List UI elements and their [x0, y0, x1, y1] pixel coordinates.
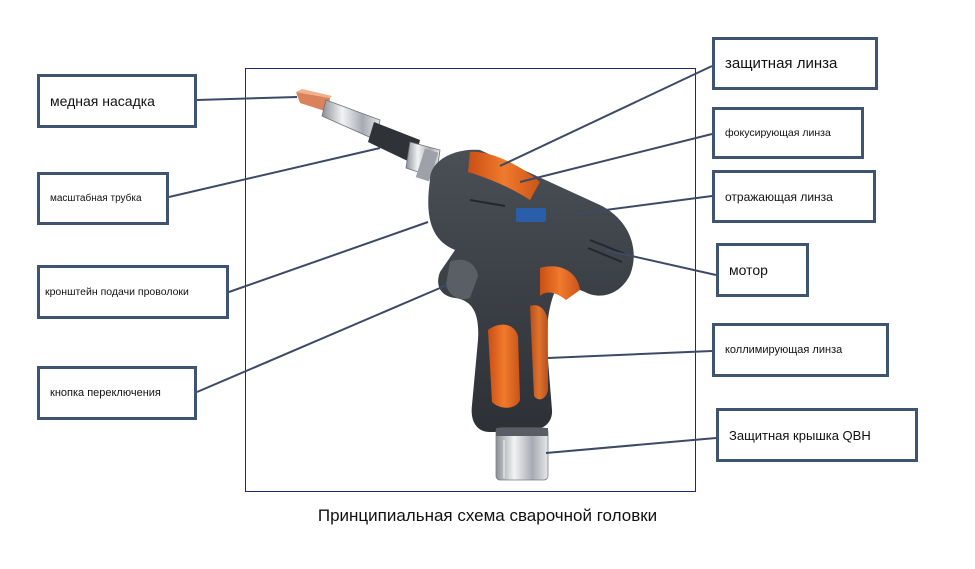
leader-switch-button	[196, 284, 448, 393]
label-motor: мотор	[716, 243, 809, 297]
label-collimating-lens: коллимирующая линза	[712, 323, 889, 377]
leader-qbh-cover	[545, 437, 717, 454]
label-copper-nozzle: медная насадка	[37, 74, 197, 128]
welding-head-body	[428, 149, 634, 432]
leader-focusing-lens	[519, 133, 713, 183]
qbh-cover-shape	[495, 427, 549, 481]
leader-scale-tube	[168, 147, 381, 198]
diagram-frame	[245, 68, 696, 492]
copper-nozzle-shape	[296, 89, 332, 112]
label-wire-feed-bracket: кронштейн подачи проволоки	[37, 265, 229, 319]
leader-lines	[168, 65, 717, 454]
leader-copper-nozzle	[196, 96, 298, 101]
label-switch-button: кнопка переключения	[37, 366, 197, 420]
label-reflecting-lens: отражающая линза	[712, 170, 876, 223]
label-protective-lens: защитная линза	[712, 37, 878, 90]
label-qbh-cover: Защитная крышка QBH	[716, 408, 918, 462]
leader-reflecting-lens	[574, 195, 713, 215]
leader-collimating-lens	[547, 350, 713, 359]
scale-tube-shape	[321, 99, 441, 182]
label-focusing-lens: фокусирующая линза	[712, 107, 864, 159]
label-scale-tube: масштабная трубка	[37, 172, 169, 225]
leader-motor	[604, 249, 717, 276]
leader-protective-lens	[499, 65, 713, 167]
leader-wire-feed-bracket	[228, 221, 429, 293]
diagram-caption: Принципиальная схема сварочной головки	[317, 506, 658, 525]
